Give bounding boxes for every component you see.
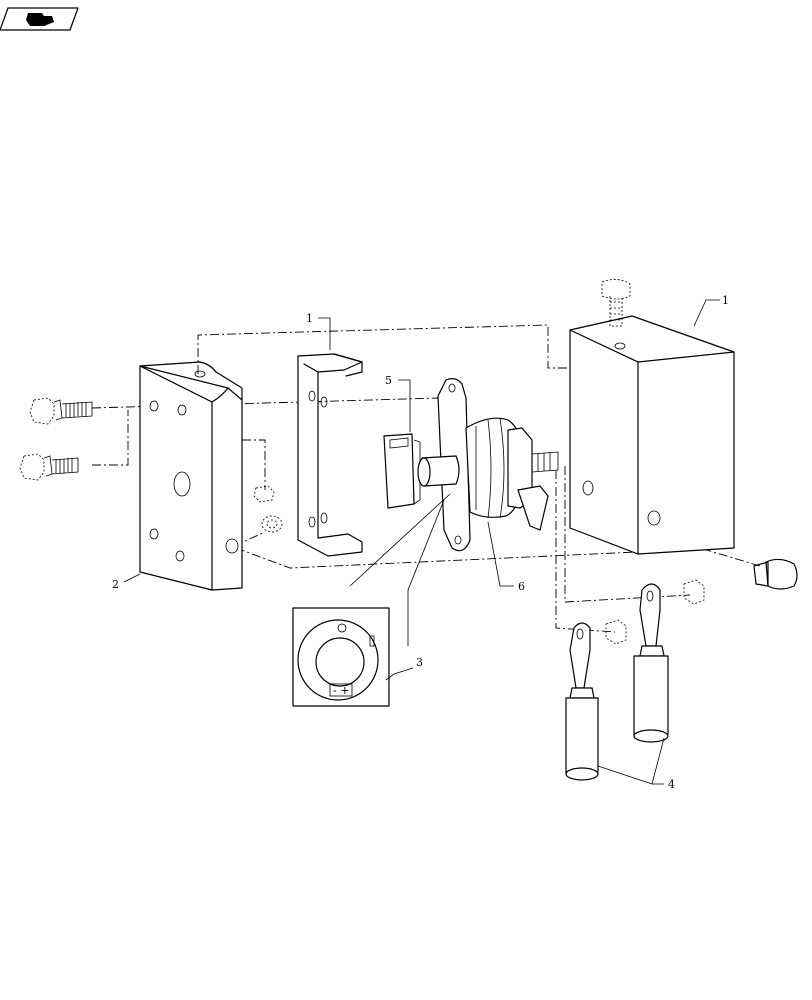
callout-key: 5 (385, 374, 392, 387)
callout-shroud-cover: 1 (722, 294, 729, 307)
shroud-cover (569, 315, 735, 555)
leader-lines (123, 299, 720, 785)
callout-disconnect-switch: 6 (518, 580, 525, 593)
mounting-block (139, 361, 243, 591)
nut-right-lower (605, 619, 627, 645)
washer-lower (261, 515, 283, 533)
callouts: 1 1 2 3 4 5 6 (112, 294, 729, 791)
decal: - + (292, 607, 390, 707)
cable-lead-left (565, 622, 599, 781)
callout-decal: 3 (416, 656, 423, 669)
decal-text: - + (333, 684, 349, 697)
key (383, 433, 421, 509)
nut-right-upper (683, 579, 705, 605)
bolt-upper (29, 397, 93, 425)
nut-upper (253, 485, 275, 503)
callout-cover-bracket: 1 (306, 312, 313, 325)
disconnect-switch (417, 378, 559, 552)
parts-book-icon[interactable] (0, 7, 79, 31)
cable-lead-right (633, 583, 669, 743)
callout-mounting-block: 2 (112, 578, 119, 591)
bolt-top (601, 279, 631, 327)
cover-bracket (297, 353, 363, 557)
bolt-lower (19, 453, 79, 481)
knob-bolt (753, 558, 798, 590)
callout-cable-leads: 4 (668, 778, 675, 791)
